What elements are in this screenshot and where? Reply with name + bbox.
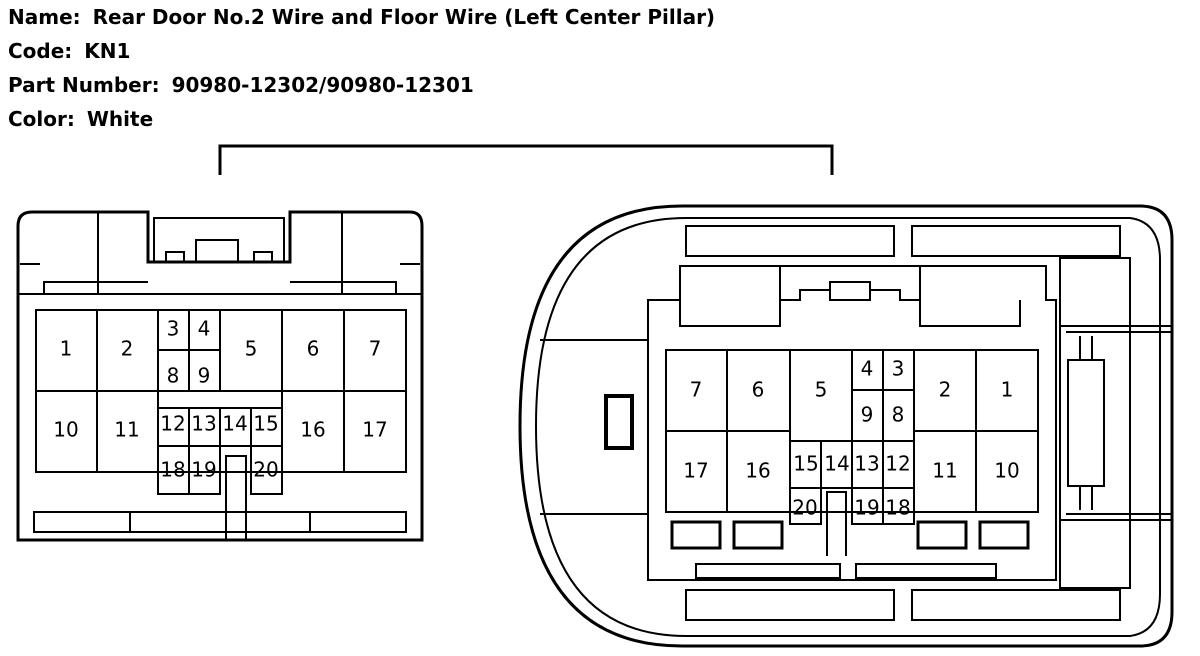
name-line: Name: Rear Door No.2 Wire and Floor Wire …: [8, 0, 715, 34]
left-connector-body: [16, 210, 424, 542]
right-pin-8: 8: [892, 403, 905, 427]
right-pin-17: 17: [683, 459, 708, 483]
right-pin-2: 2: [939, 378, 952, 402]
part-number-value: 90980-12302/90980-12301: [171, 73, 474, 97]
right-pin-5: 5: [815, 378, 828, 402]
connector-header: Name: Rear Door No.2 Wire and Floor Wire …: [8, 0, 715, 136]
right-pin-1: 1: [1001, 378, 1014, 402]
right-pin-16: 16: [745, 459, 770, 483]
mating-bracket: [218, 144, 834, 175]
left-pin-18: 18: [160, 458, 185, 482]
code-value: KN1: [84, 39, 131, 63]
part-number-line: Part Number: 90980-12302/90980-12301: [8, 68, 715, 102]
left-pin-7: 7: [369, 337, 382, 361]
right-pin-grid: [665, 349, 1039, 556]
left-pin-2: 2: [121, 337, 134, 361]
right-pin-7: 7: [690, 378, 703, 402]
left-pin-5: 5: [245, 337, 258, 361]
right-connector-body: [518, 204, 1174, 648]
left-pin-6: 6: [307, 337, 320, 361]
left-pin-19: 19: [191, 458, 216, 482]
right-pin-11: 11: [932, 459, 957, 483]
code-line: Code: KN1: [8, 34, 715, 68]
left-pin-12: 12: [160, 412, 185, 436]
color-value: White: [86, 107, 154, 131]
left-pin-17: 17: [362, 418, 387, 442]
right-pin-13: 13: [854, 452, 879, 476]
color-line: Color: White: [8, 102, 715, 136]
right-pin-12: 12: [885, 452, 910, 476]
left-pin-4: 4: [198, 317, 211, 341]
left-pin-grid: [35, 309, 407, 495]
code-label: Code:: [8, 39, 73, 63]
right-pin-14: 14: [824, 452, 849, 476]
left-pin-11: 11: [114, 418, 139, 442]
left-pin-13: 13: [191, 412, 216, 436]
right-pin-19: 19: [854, 496, 879, 520]
left-pin-1: 1: [60, 337, 73, 361]
name-label: Name:: [8, 5, 81, 29]
left-pin-15: 15: [253, 412, 278, 436]
right-pin-20: 20: [792, 496, 817, 520]
color-label: Color:: [8, 107, 75, 131]
left-pin-14: 14: [222, 412, 247, 436]
left-pin-10: 10: [53, 418, 78, 442]
name-value: Rear Door No.2 Wire and Floor Wire (Left…: [92, 5, 716, 29]
left-pin-8: 8: [167, 364, 180, 388]
right-pin-4: 4: [861, 357, 874, 381]
part-number-label: Part Number:: [8, 73, 160, 97]
left-pin-3: 3: [167, 317, 180, 341]
left-pin-9: 9: [198, 364, 211, 388]
right-pin-3: 3: [892, 357, 905, 381]
right-pin-18: 18: [885, 496, 910, 520]
right-pin-6: 6: [752, 378, 765, 402]
right-pin-15: 15: [793, 452, 818, 476]
left-pin-20: 20: [253, 458, 278, 482]
left-pin-16: 16: [300, 418, 325, 442]
right-pin-9: 9: [861, 403, 874, 427]
right-pin-10: 10: [994, 459, 1019, 483]
